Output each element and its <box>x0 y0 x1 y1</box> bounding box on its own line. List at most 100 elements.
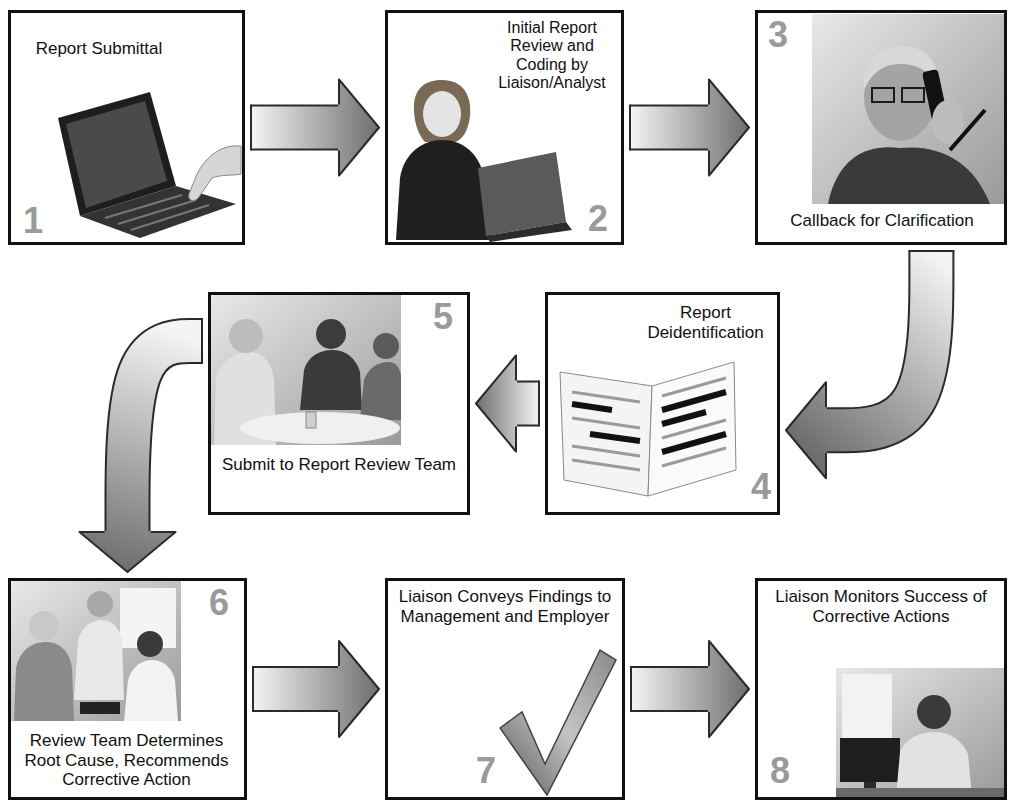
laptop-lid <box>478 152 566 236</box>
laptop-screen <box>66 101 167 208</box>
step-panel: Liaison Conveys Findings to Management a… <box>385 578 625 800</box>
step-caption: Liaison Conveys Findings to Management a… <box>392 587 618 626</box>
step-number: 4 <box>751 469 771 505</box>
arrow-shaft-outline <box>253 666 339 712</box>
redaction-bar <box>590 434 640 441</box>
laptop-photo <box>58 92 241 238</box>
text-slot: Callback for Clarification <box>760 211 1004 231</box>
connector-group <box>80 80 955 738</box>
shirt <box>896 732 972 797</box>
photo-ground <box>211 295 401 445</box>
photo-ground <box>812 14 1004 204</box>
step-number: 5 <box>433 299 453 335</box>
typing-hand <box>189 146 241 201</box>
arrow-head <box>476 356 517 452</box>
hair <box>414 80 470 142</box>
head <box>87 591 113 617</box>
text-slot: Report Deidentification <box>638 303 773 342</box>
text-slot: 4 <box>751 469 777 505</box>
text-line <box>572 460 640 470</box>
table <box>240 412 400 444</box>
arrow-head <box>80 531 176 572</box>
person <box>124 660 178 721</box>
laptop-base <box>80 186 236 238</box>
glasses-lens <box>872 88 894 102</box>
arrow-head-outline <box>339 80 379 176</box>
arrow-tail-outline <box>252 666 254 712</box>
text-slot: Review Team Determines Root Cause, Recom… <box>12 731 241 790</box>
arrow-shaft-outline <box>630 105 709 151</box>
pen <box>950 110 985 150</box>
step-panel: Review Team Determines Root Cause, Recom… <box>8 578 247 800</box>
block-arrow <box>631 641 749 737</box>
head <box>229 319 263 353</box>
arrow-shaft <box>631 668 709 710</box>
face <box>423 91 461 137</box>
step-caption: Initial Report Review and Coding by Liai… <box>486 19 618 93</box>
text-slot: 7 <box>476 753 506 789</box>
person <box>14 642 74 721</box>
window-light <box>842 674 892 744</box>
step-caption: Callback for Clarification <box>790 211 973 231</box>
analyst-photo <box>396 80 572 242</box>
body <box>396 140 492 240</box>
keyboard-row <box>105 195 182 218</box>
arrow-shaft-outline <box>826 251 931 430</box>
text-slot: 2 <box>588 201 618 237</box>
laptop-lid-edge <box>486 222 572 242</box>
right-page <box>648 362 736 496</box>
arrow-tail-outline <box>908 250 954 252</box>
arrow-shaft-outline <box>128 341 203 532</box>
arrow-shaft <box>630 107 709 149</box>
person <box>74 620 124 700</box>
arrow-head-outline <box>80 532 176 572</box>
arrow-shaft <box>253 668 339 710</box>
block-arrow <box>251 80 379 176</box>
text-slot: Report Submittal <box>19 39 179 59</box>
desk <box>836 788 1004 797</box>
check-mark <box>500 650 616 795</box>
step-caption: Review Team Determines Root Cause, Recom… <box>12 731 241 790</box>
step-caption: Report Deidentification <box>638 303 773 342</box>
head <box>917 695 951 729</box>
arrow-shaft <box>826 251 931 430</box>
arrow-shaft <box>251 107 339 149</box>
step-panel: Initial Report Review and Coding by Liai… <box>385 10 624 245</box>
arrow-head <box>708 641 749 737</box>
phone-call-photo <box>812 14 1004 204</box>
monitoring-photo <box>836 668 1004 797</box>
step-panel: Report Submittal 1 <box>8 10 245 245</box>
text-slot: 3 <box>768 17 798 53</box>
person <box>360 362 401 420</box>
shoulders <box>828 147 990 204</box>
step-number: 3 <box>768 17 788 53</box>
arrow-shaft-outline <box>631 666 709 712</box>
step-number: 7 <box>476 753 496 789</box>
redaction-bar <box>662 392 726 410</box>
text-line <box>572 446 640 456</box>
text-line <box>572 392 640 402</box>
step-number: 8 <box>770 753 790 789</box>
step-panel: Callback for Clarification 3 <box>755 10 1007 245</box>
arrow-tail-outline <box>250 105 252 151</box>
arrow-head-outline <box>709 641 749 737</box>
review-team-photo <box>11 581 181 721</box>
glasses-lens <box>902 88 924 102</box>
text-slot: Submit to Report Review Team <box>213 455 465 475</box>
head <box>316 319 346 349</box>
arrow-head <box>338 641 379 737</box>
arrow-shaft-outline <box>251 105 339 151</box>
step-number: 1 <box>23 203 43 239</box>
meeting-photo <box>211 295 401 445</box>
block-arrow <box>476 356 539 452</box>
step-caption: Liaison Monitors Success of Corrective A… <box>762 587 1000 626</box>
arrow-head-outline <box>476 356 516 452</box>
step-caption: Submit to Report Review Team <box>222 455 456 475</box>
text-slot: Liaison Conveys Findings to Management a… <box>392 587 618 626</box>
arrow-tail-outline <box>630 666 632 712</box>
photo-ground <box>836 668 1004 797</box>
head <box>137 631 163 657</box>
redacted-report-photo <box>560 362 736 496</box>
arrow-head <box>708 80 749 176</box>
arrow-tail-outline <box>538 381 540 427</box>
